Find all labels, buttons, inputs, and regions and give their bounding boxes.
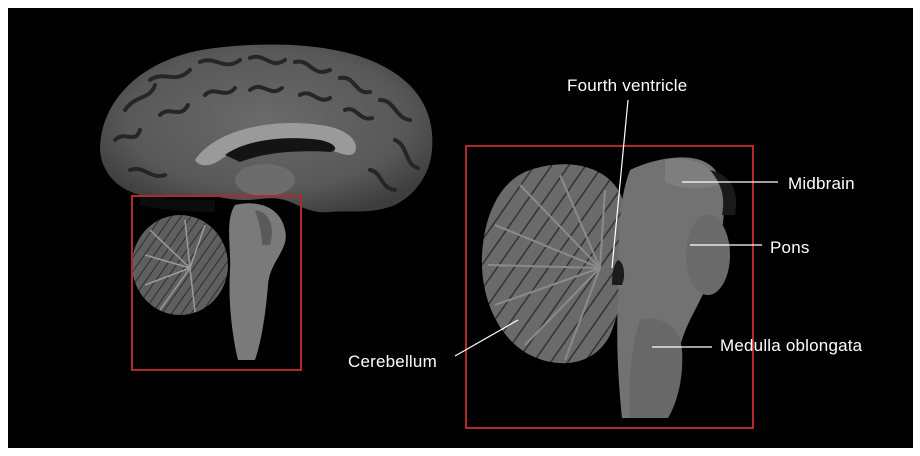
label-cerebellum: Cerebellum	[348, 352, 437, 372]
label-medulla-oblongata: Medulla oblongata	[720, 336, 862, 356]
label-midbrain: Midbrain	[788, 174, 855, 194]
label-fourth-ventricle: Fourth ventricle	[567, 76, 687, 96]
label-pons: Pons	[770, 238, 810, 258]
cerebellum-small	[132, 215, 228, 315]
